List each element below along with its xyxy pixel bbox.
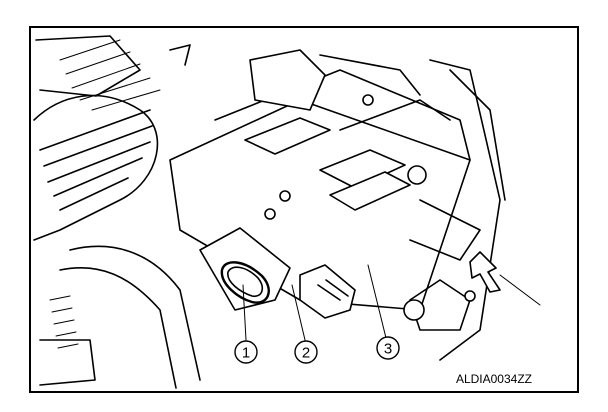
callout-1-label: 1 (242, 345, 250, 362)
callout-leaders (242, 264, 387, 341)
upper-bracket (169, 44, 421, 111)
connector-1 (199, 227, 291, 311)
callout-3: 3 (376, 336, 400, 360)
callout-2: 2 (294, 340, 318, 364)
figure-code: ALDIA0034ZZ (456, 372, 532, 386)
callout-1: 1 (234, 340, 258, 364)
side-frame (403, 59, 506, 361)
engine-bay-illustration (33, 35, 541, 389)
connector-2 (299, 264, 356, 319)
callout-3-label: 3 (384, 341, 392, 358)
intake-hose (39, 245, 201, 389)
callout-2-label: 2 (302, 345, 310, 362)
front-direction-arrow-icon (469, 251, 541, 306)
leader-1 (242, 284, 247, 341)
leader-2 (291, 284, 306, 341)
leader-3 (367, 264, 387, 339)
engine-cover (33, 35, 161, 241)
